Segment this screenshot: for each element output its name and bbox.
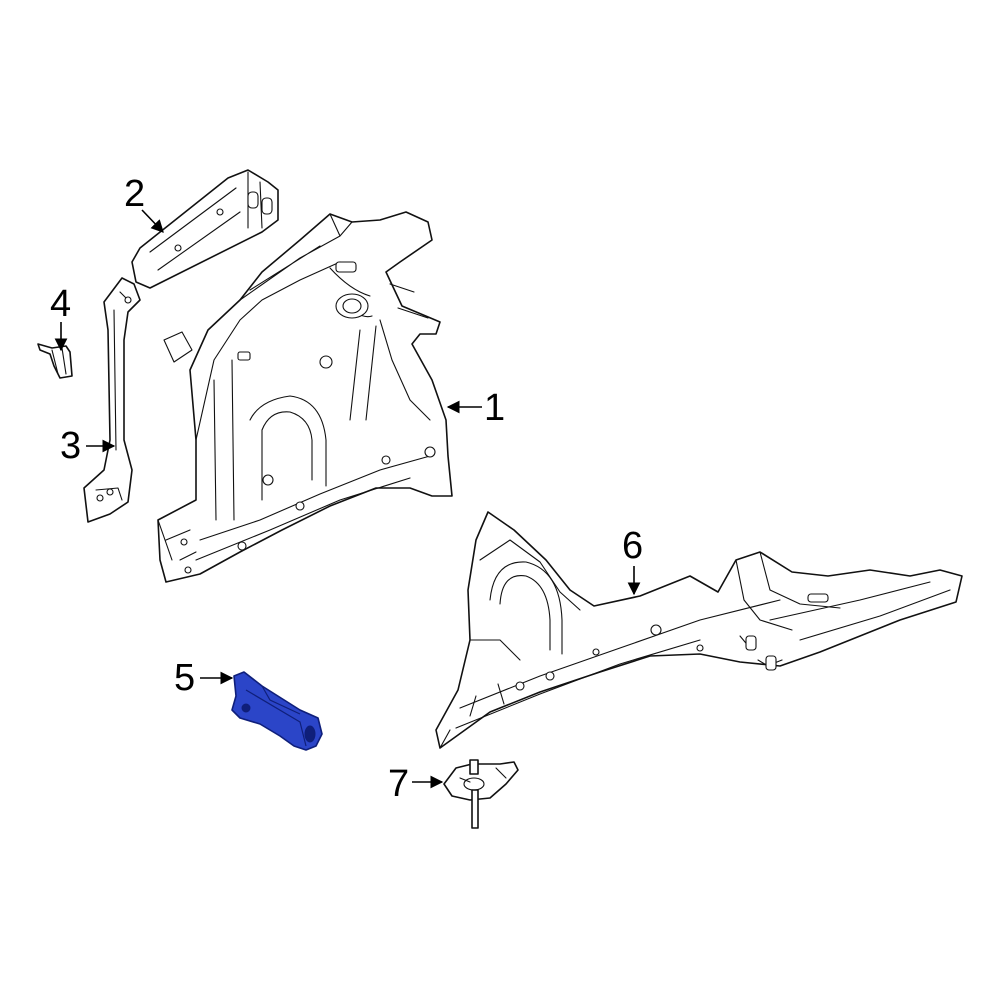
part-3-vertical-pillar[interactable] — [83, 277, 141, 523]
part-1-wheelhouse-apron[interactable] — [157, 211, 453, 583]
callout-2: 2 — [124, 173, 145, 215]
callout-1: 1 — [484, 387, 505, 429]
callout-3: 3 — [60, 425, 81, 467]
part-2-upper-reinforcement[interactable] — [131, 169, 279, 289]
callout-4: 4 — [50, 283, 71, 325]
part-6-frame-rail[interactable] — [435, 511, 963, 749]
part-5-highlighted-bracket[interactable] — [231, 671, 323, 751]
callout-7: 7 — [388, 763, 409, 805]
callout-5: 5 — [174, 657, 195, 699]
callout-6: 6 — [622, 525, 643, 567]
part-4-small-bracket[interactable] — [37, 343, 73, 379]
leader-2 — [141, 209, 164, 233]
part-7-mount-bracket[interactable] — [443, 759, 519, 829]
